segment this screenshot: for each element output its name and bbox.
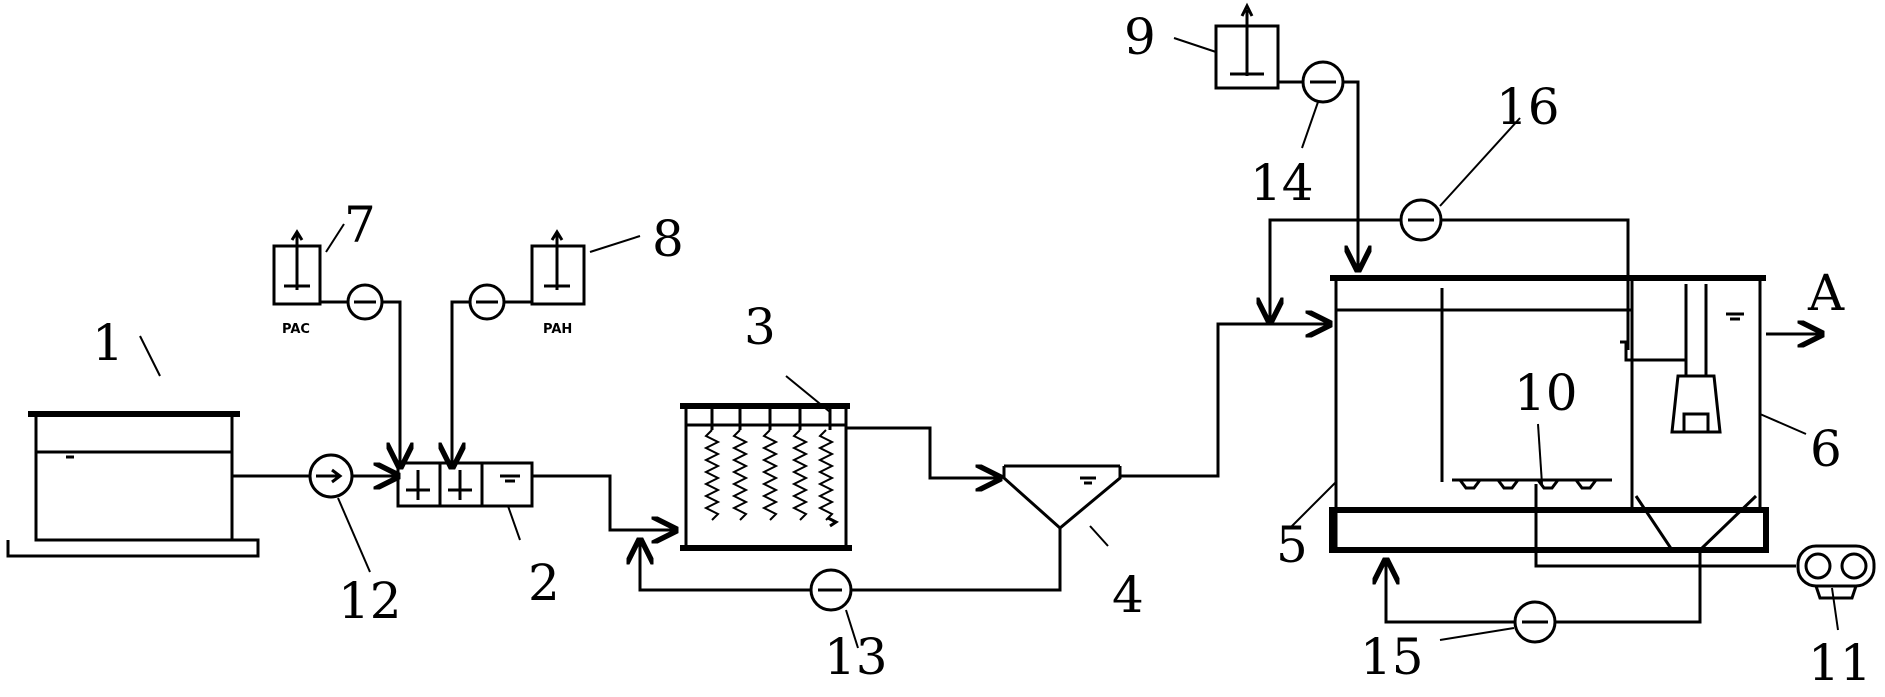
oxidant-dosing-line (1278, 80, 1358, 270)
separation-tank (1620, 278, 1762, 552)
label-16: 16 (1496, 78, 1560, 136)
leader-lines (139, 37, 1839, 649)
label-12: 12 (338, 572, 402, 630)
label-11: 11 (1808, 634, 1872, 692)
label-3: 3 (744, 298, 776, 356)
pah-tag: PAH (543, 322, 572, 337)
blower-11 (1796, 544, 1876, 600)
air-line (1534, 484, 1796, 568)
sludge-return-line (640, 528, 1062, 592)
pump-14 (1301, 60, 1345, 104)
pump-16 (1399, 198, 1443, 242)
label-8: 8 (652, 210, 684, 268)
label-2: 2 (528, 554, 560, 612)
mixing-tank (396, 461, 534, 508)
label-1: 1 (92, 314, 124, 372)
pac-dosing-tank: PAC (272, 229, 322, 337)
label-10: 10 (1514, 364, 1578, 422)
pah-dosing-tank: PAH (530, 229, 586, 337)
sedimentation-tank (1002, 464, 1122, 530)
pipe-settler-to-oxidation (1120, 324, 1330, 478)
oxidation-tank (1329, 275, 1769, 553)
pipe-mixer-to-reactor (532, 474, 676, 530)
pac-dosing-line (320, 300, 400, 467)
label-13: 13 (824, 628, 888, 686)
recirculation-line (1270, 218, 1630, 350)
pump-pah (468, 283, 506, 321)
pump-pac (346, 283, 384, 321)
biofilm-reactor (680, 403, 852, 551)
oxidant-dosing-tank (1214, 2, 1280, 90)
pump-13 (809, 568, 853, 612)
outlet-label: A (1807, 264, 1845, 322)
sludge-return-line-2 (1386, 550, 1702, 624)
pump-12 (308, 453, 354, 499)
label-9: 9 (1124, 8, 1156, 66)
label-15: 15 (1360, 628, 1424, 686)
raw-water-tank (6, 411, 260, 558)
pump-15 (1513, 600, 1557, 644)
label-7: 7 (344, 196, 376, 254)
label-14: 14 (1250, 154, 1314, 212)
pac-tag: PAC (282, 322, 310, 337)
label-6: 6 (1810, 420, 1842, 478)
pah-dosing-line (452, 300, 532, 467)
label-5: 5 (1276, 516, 1308, 574)
pipe-reactor-to-settler (846, 426, 1000, 478)
label-4: 4 (1112, 566, 1144, 624)
